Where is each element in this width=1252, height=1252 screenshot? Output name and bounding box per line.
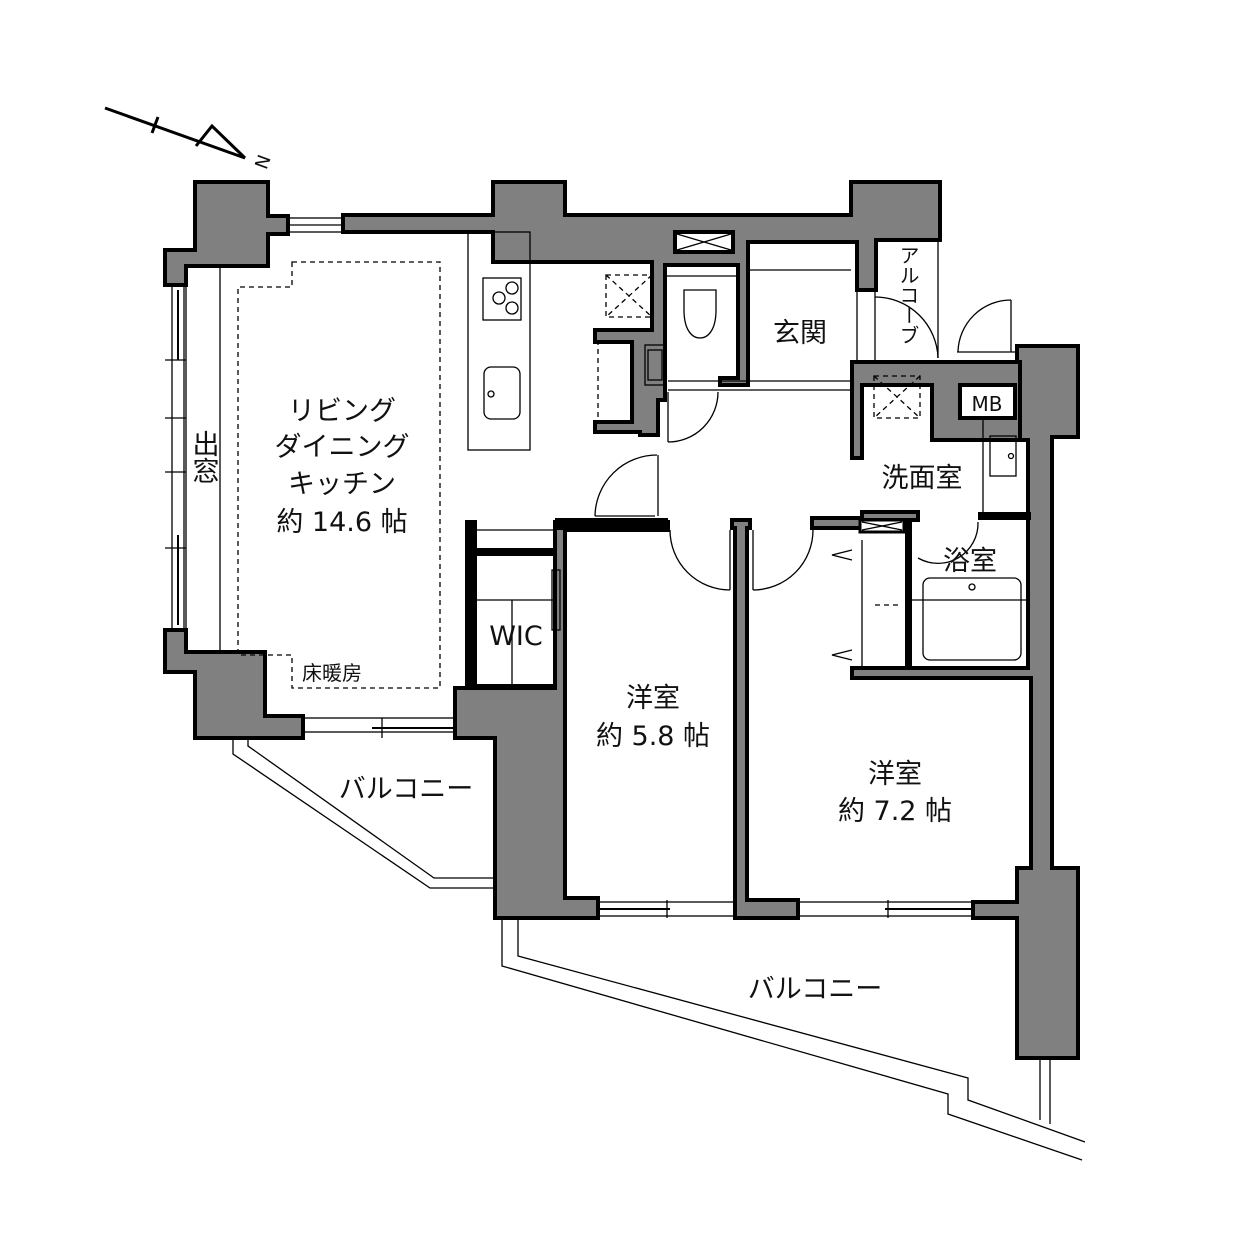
ceiling-vent-icon (673, 230, 906, 534)
balcony1-label: バルコニー (339, 774, 473, 805)
toilet-icon (683, 289, 717, 339)
fixtures (467, 230, 1028, 684)
bathroom-label: 浴室 (943, 546, 997, 577)
ldk-label-line2: ダイニング (275, 432, 410, 463)
balcony-outlines (232, 738, 1086, 1161)
bedroom2-name: 洋室 (868, 759, 922, 790)
wic-label: WIC (489, 621, 543, 652)
door-swings (594, 391, 979, 591)
ldk-label-line3: キッチン (288, 469, 396, 500)
balcony2-label: バルコニー (748, 974, 882, 1005)
walls (163, 180, 1080, 1060)
alcove-label: アルコーブ (896, 245, 920, 345)
mb-label: MB (972, 392, 1003, 416)
compass-north-label: N (251, 152, 275, 172)
bedroom2-area: 約 7.2 帖 (838, 796, 952, 827)
floor-heating-label: 床暖房 (302, 661, 362, 685)
bedroom1-name: 洋室 (626, 683, 680, 714)
stove-icon (482, 277, 522, 321)
entrance-label: 玄関 (773, 318, 827, 349)
ldk-label-line1: リビング (288, 396, 396, 427)
bay-window-label: 出窓 (188, 430, 219, 484)
north-arrow-icon: N (104, 106, 276, 172)
vent-icon (605, 274, 921, 419)
bathtub-icon (922, 577, 1022, 661)
washroom-label: 洗面室 (882, 463, 963, 494)
bedroom1-area: 約 5.8 帖 (596, 721, 710, 752)
ldk-area: 約 14.6 帖 (276, 507, 407, 538)
floor-heating-area (237, 261, 441, 689)
kitchen-sink-icon (483, 366, 521, 420)
mb-box (958, 383, 1017, 420)
wash-basin-icon (989, 435, 1017, 477)
